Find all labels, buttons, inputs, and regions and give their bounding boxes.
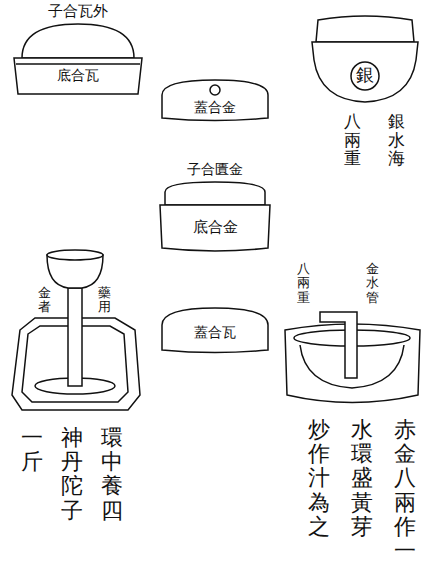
tile-box-body <box>14 58 142 94</box>
vessel-label: 金合蓋 <box>194 99 236 115</box>
caption-column: 炒作汁為之 <box>308 418 330 539</box>
casket-lid <box>165 182 265 205</box>
part-label: 金者 <box>38 286 51 315</box>
caption-column: 赤金八兩作一 <box>394 418 416 563</box>
tile-box <box>14 24 142 94</box>
part-label: 金水管 <box>366 262 379 305</box>
vessel-mark: 銀 <box>356 65 374 86</box>
vessel-label: 瓦合底 <box>57 67 99 83</box>
tile-box-rim <box>16 63 140 65</box>
water-pipe <box>320 312 357 378</box>
lid-hole <box>210 85 220 95</box>
nourishing-ring-vessel <box>12 250 140 410</box>
gold-casket-box <box>160 182 270 251</box>
lid-outline <box>162 308 268 353</box>
silver-lid <box>316 16 414 42</box>
vessel-title: 金匱合子 <box>187 161 243 177</box>
gold-box-lid <box>162 80 268 121</box>
caption-column: 環中養四 <box>101 426 123 523</box>
tile-box-lid-lower <box>162 308 268 353</box>
stem <box>68 288 82 386</box>
silver-water-sea <box>312 16 418 102</box>
caption-column: 神丹陀子 <box>61 426 83 523</box>
part-label: 藥用 <box>98 286 111 315</box>
gold-water-ring-vessel <box>285 312 420 403</box>
vessel-title: 外瓦合子 <box>48 3 108 20</box>
silver-mark-ring <box>351 62 379 90</box>
vessel-label: 金合底 <box>193 219 238 236</box>
vessel-label: 瓦合蓋 <box>194 324 236 340</box>
silver-bowl <box>312 42 418 102</box>
caption-column: 銀水海 <box>388 112 405 168</box>
caption-column: 八兩重 <box>344 112 361 168</box>
caption-column: 一斤 <box>21 426 43 474</box>
lid-outline <box>162 80 268 121</box>
tile-box-lid <box>22 24 134 58</box>
casket-body <box>160 205 270 251</box>
funnel-rim <box>47 250 103 260</box>
part-label: 八兩重 <box>297 262 310 305</box>
caption-column: 水環盛黃芽 <box>351 418 373 539</box>
